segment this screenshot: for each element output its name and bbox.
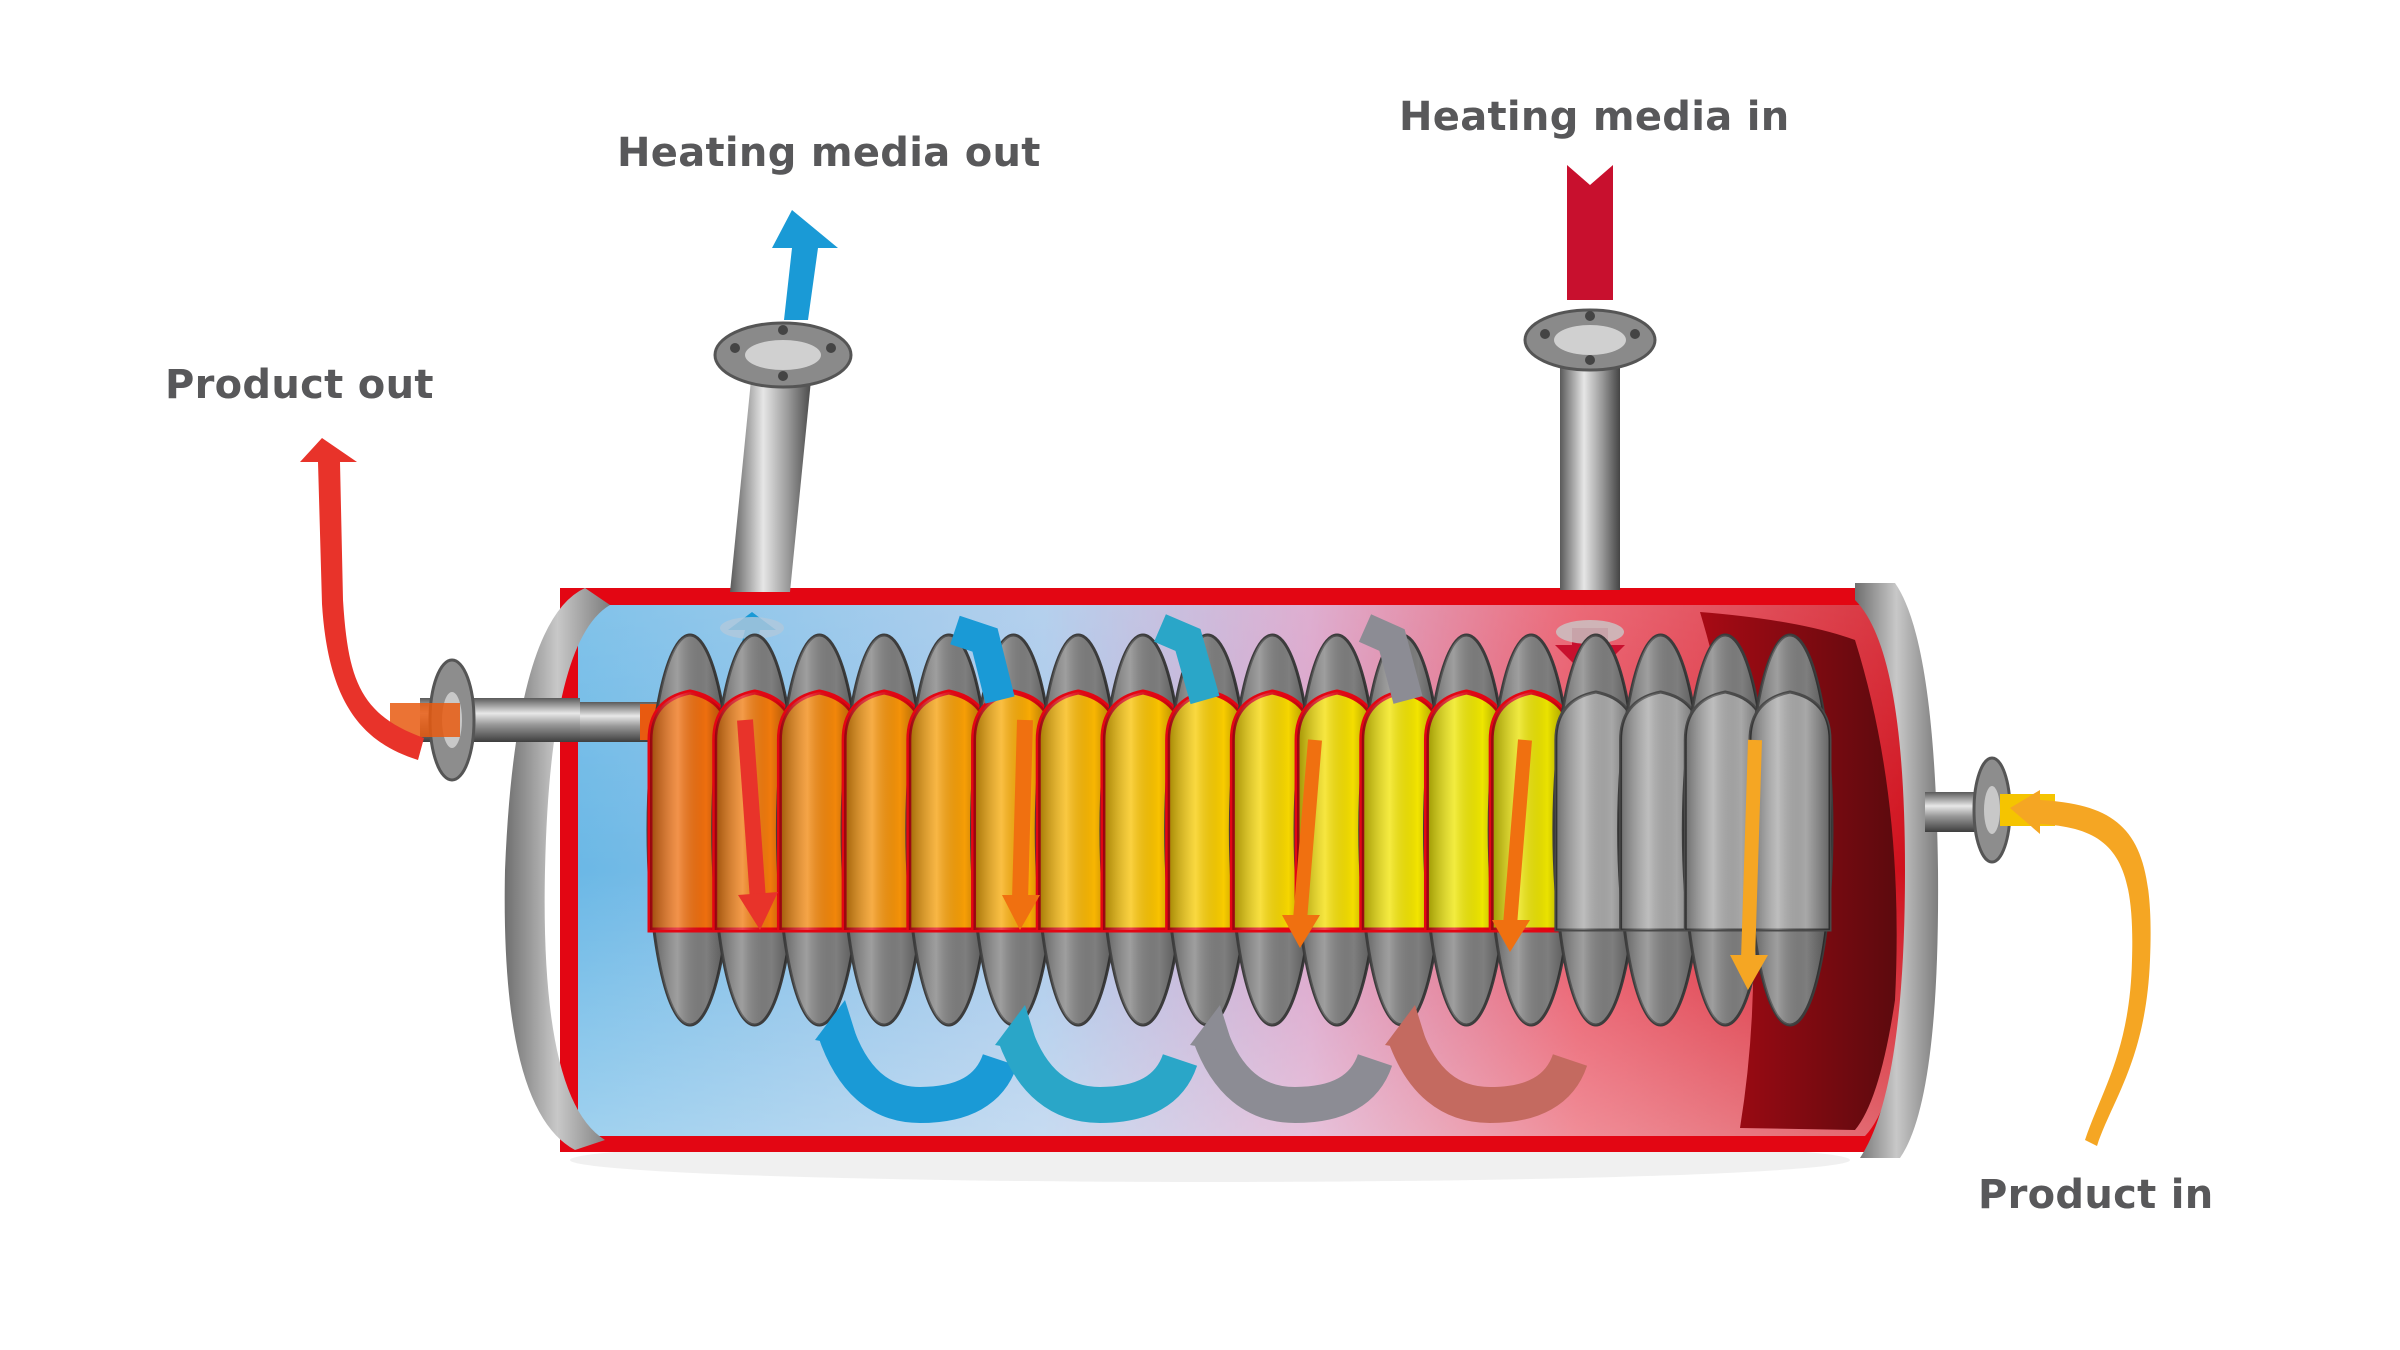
coil-segment-shade [1102, 692, 1183, 930]
product-out-arrow-icon-fill [300, 438, 424, 760]
product-in-arrow-icon [2010, 790, 2151, 1146]
coil-segment-shade [1167, 692, 1248, 930]
heating-media-in-label: Heating media in [1399, 94, 1790, 140]
coil-segment-shade [1620, 692, 1701, 930]
coil-segment-shade [1038, 692, 1119, 930]
coil-segment-shade [844, 692, 925, 930]
heating-out-arrow-icon [772, 210, 838, 320]
right-end-cap [1855, 583, 1939, 1158]
coil-segment-shade [973, 692, 1054, 930]
coil-segment-shade [650, 692, 730, 930]
coil-segment-shade [908, 692, 989, 930]
shell-flow-arrows [815, 614, 1588, 1124]
heating-out-nozzle [713, 321, 853, 592]
product-out-label: Product out [165, 362, 434, 408]
coil-segment-shade [1232, 692, 1313, 930]
coil-bundle [646, 633, 1834, 1027]
coil-segment-shade [1361, 692, 1442, 930]
heating-in-arrow-icon [1567, 165, 1613, 300]
coil-flow-arrows [737, 719, 1768, 990]
coil-segment-shade [1555, 692, 1636, 930]
coil-segment-shade [779, 692, 860, 930]
coil-segment-shade [1426, 692, 1507, 930]
coil-segment-shade [1750, 692, 1830, 930]
heating-in-nozzle [1523, 308, 1657, 590]
product-in-label: Product in [1978, 1172, 2214, 1218]
heating-media-out-label: Heating media out [617, 130, 1041, 176]
